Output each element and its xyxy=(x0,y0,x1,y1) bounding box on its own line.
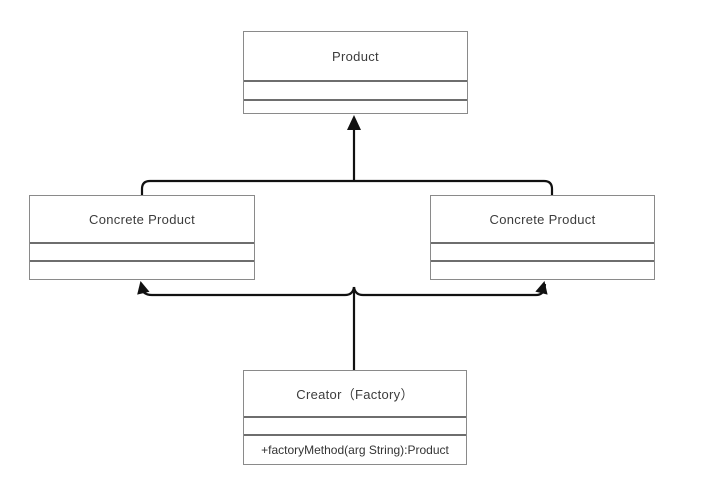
class-node-concrete-product-left[interactable]: Concrete Product xyxy=(29,195,255,280)
attributes-compartment xyxy=(431,242,654,260)
class-node-concrete-product-right[interactable]: Concrete Product xyxy=(430,195,655,280)
operations-compartment: +factoryMethod(arg String):Product xyxy=(244,434,466,464)
edge-creator-to-concrete-left[interactable] xyxy=(134,280,356,297)
edge-branch-line[interactable] xyxy=(140,179,554,196)
operation-label: +factoryMethod(arg String):Product xyxy=(261,443,449,457)
operations-compartment xyxy=(431,260,654,279)
class-name-label: Concrete Product xyxy=(89,211,195,227)
class-name-label: Concrete Product xyxy=(489,211,596,227)
class-name-label: Product xyxy=(332,48,379,64)
generalization-arrowhead-icon xyxy=(347,115,361,130)
attributes-compartment xyxy=(244,416,466,434)
operations-compartment xyxy=(30,260,254,279)
class-name-label: Creator（Factory） xyxy=(296,387,414,402)
creates-arrowhead-icon xyxy=(535,281,548,295)
creates-arrowhead-icon xyxy=(137,281,150,295)
attributes-compartment xyxy=(30,242,254,260)
class-node-product[interactable]: Product xyxy=(243,31,468,114)
edge-creator-to-concrete-right[interactable] xyxy=(352,279,551,297)
class-node-creator-factory[interactable]: Creator（Factory） +factoryMethod(arg Stri… xyxy=(243,370,467,465)
attributes-compartment xyxy=(244,80,467,99)
edge-generalization-to-product[interactable] xyxy=(140,115,554,196)
edge-branch-line[interactable] xyxy=(352,283,547,297)
operations-compartment xyxy=(244,99,467,113)
edge-branch-line[interactable] xyxy=(139,283,356,297)
